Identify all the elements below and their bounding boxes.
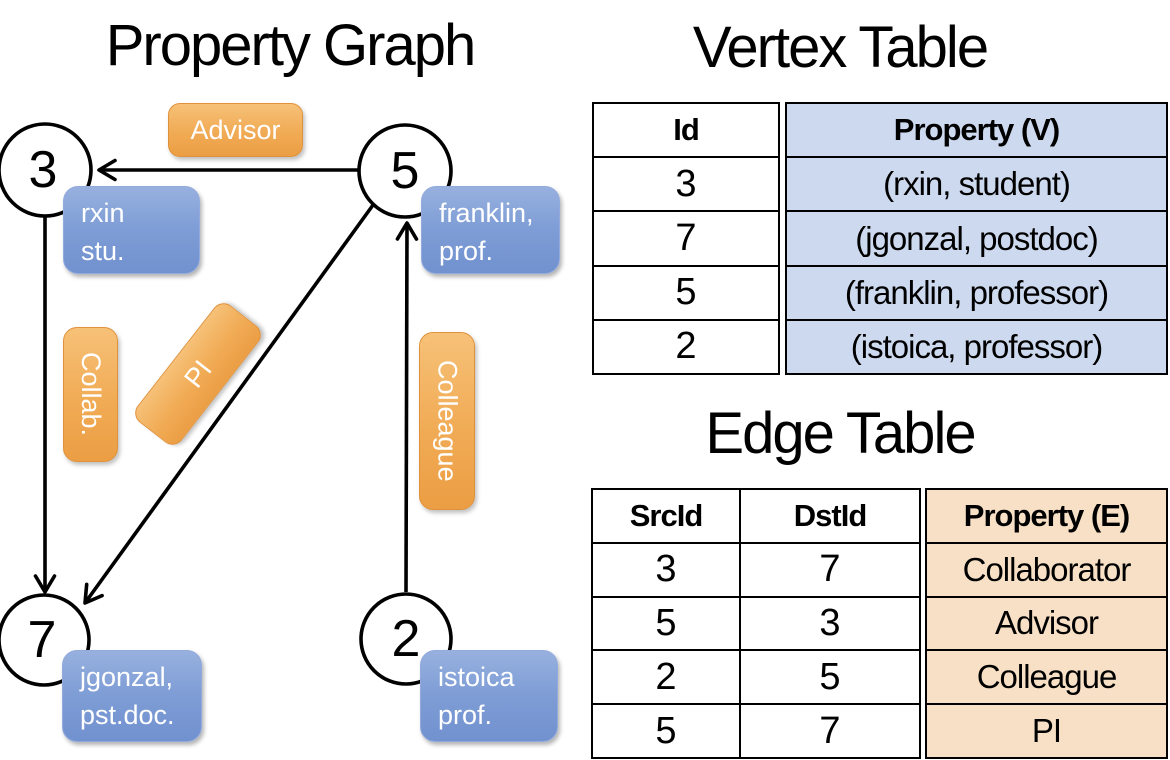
edge-colleague-arrow [395,221,419,593]
edge-table-header-row: SrcId DstId [593,490,919,542]
edge-table-property-column: Property (E) Collaborator Advisor Collea… [925,488,1168,759]
edge-table-cell-property: PI [927,703,1166,757]
card-line: jgonzal, [80,662,174,692]
page-title: Property Graph [105,13,477,78]
vertex-table-id-column: Id 3 7 5 2 [592,102,780,375]
card-line: rxin [81,198,125,228]
edge-table-cell-dstid: 3 [819,601,841,644]
vertex-table-header-property: Property (V) [893,112,1060,148]
edge-label-collab: Collab. [63,327,118,462]
vertex-table-property-column: Property (V) (rxin, student) (jgonzal, p… [785,102,1168,375]
node-7-property-card: jgonzal, pst.doc. [62,650,202,742]
edge-table-cell-dstid: 5 [819,655,841,698]
node-2-property-card: istoica prof. [420,650,558,742]
card-line: pst.doc. [80,700,175,730]
vertex-table-cell-id: 2 [594,318,778,373]
edge-table-cell-property: Colleague [927,649,1166,703]
vertex-table-cell-property: (rxin, student) [787,156,1166,210]
edge-label-colleague: Colleague [419,332,475,510]
card-line: istoica [438,662,515,692]
edge-table-row: 3 7 [593,541,919,596]
vertex-table-cell-property: (istoica, professor) [787,318,1166,373]
vertex-table-title: Vertex Table [692,15,989,80]
edge-table-title: Edge Table [705,401,976,466]
edge-table-cell-dstid: 7 [819,709,841,752]
vertex-table-cell-id: 7 [594,210,778,264]
edge-table-row: 5 7 [593,703,919,757]
edge-table-id-columns: SrcId DstId 3 7 5 3 2 5 5 7 [591,488,921,759]
card-line: stu. [81,236,125,266]
card-line: prof. [439,236,494,266]
edge-table-header-dstid: DstId [793,497,868,533]
edge-table-cell-srcid: 3 [593,543,741,596]
node-5-property-card: franklin, prof. [421,186,560,274]
node-7-id: 7 [27,611,57,669]
edge-table-cell-srcid: 2 [593,651,741,704]
edge-table-cell-srcid: 5 [593,597,741,650]
card-line: franklin, [439,198,534,228]
edge-table-cell-property: Advisor [927,595,1166,650]
edge-table-cell-srcid: 5 [593,705,741,757]
edge-table-header-property: Property (E) [963,497,1130,533]
edge-table-cell-dstid: 7 [819,548,841,591]
edge-table-header-srcid: SrcId [593,490,741,542]
vertex-table-cell-property: (jgonzal, postdoc) [787,210,1166,264]
vertex-table-cell-id: 3 [594,156,778,210]
node-3-id: 3 [28,141,58,199]
vertex-table-header-id: Id [673,112,700,148]
card-line: prof. [438,700,493,730]
vertex-table-cell-id: 5 [594,264,778,319]
edge-pi-arrow [83,203,375,605]
node-2-id: 2 [391,610,421,668]
vertex-table-cell-property: (franklin, professor) [787,264,1166,319]
edge-table-row: 2 5 [593,649,919,704]
edge-label-advisor: Advisor [168,103,303,157]
node-3-property-card: rxin stu. [63,186,200,274]
edge-table-cell-property: Collaborator [927,541,1166,596]
node-5-id: 5 [390,142,420,200]
edge-table-row: 5 3 [593,595,919,650]
